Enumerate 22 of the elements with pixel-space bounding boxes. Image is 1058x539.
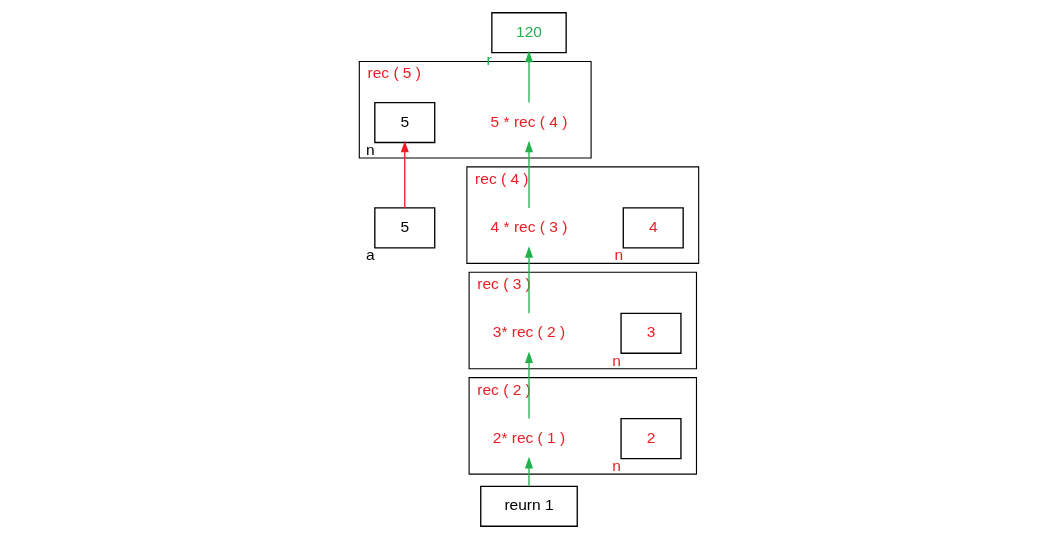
arrow xyxy=(524,246,534,314)
node-box: 3 xyxy=(620,312,682,354)
node-label: a xyxy=(366,246,375,264)
node-label: n xyxy=(614,246,624,264)
arrow xyxy=(524,140,534,209)
arrow xyxy=(524,456,534,487)
arrow xyxy=(524,50,534,104)
node-text: 3* rec ( 2 ) xyxy=(492,323,566,341)
node-box: 5 xyxy=(374,207,436,249)
node-label: n xyxy=(612,457,621,475)
node-box: reurn 1 xyxy=(480,485,578,527)
node-box: 2 xyxy=(620,418,682,460)
node-box: 120 xyxy=(491,12,567,54)
node-text: 2* rec ( 1 ) xyxy=(492,428,566,446)
node-label: n xyxy=(612,351,621,369)
arrow xyxy=(400,140,409,209)
node-box: 5 xyxy=(374,101,436,144)
node-text: 4 * rec ( 3 ) xyxy=(490,218,568,236)
node-box: 4 xyxy=(622,207,684,249)
arrow xyxy=(524,351,534,420)
node-text: 5 * rec ( 4 ) xyxy=(490,112,568,130)
node-label: n xyxy=(366,140,375,158)
